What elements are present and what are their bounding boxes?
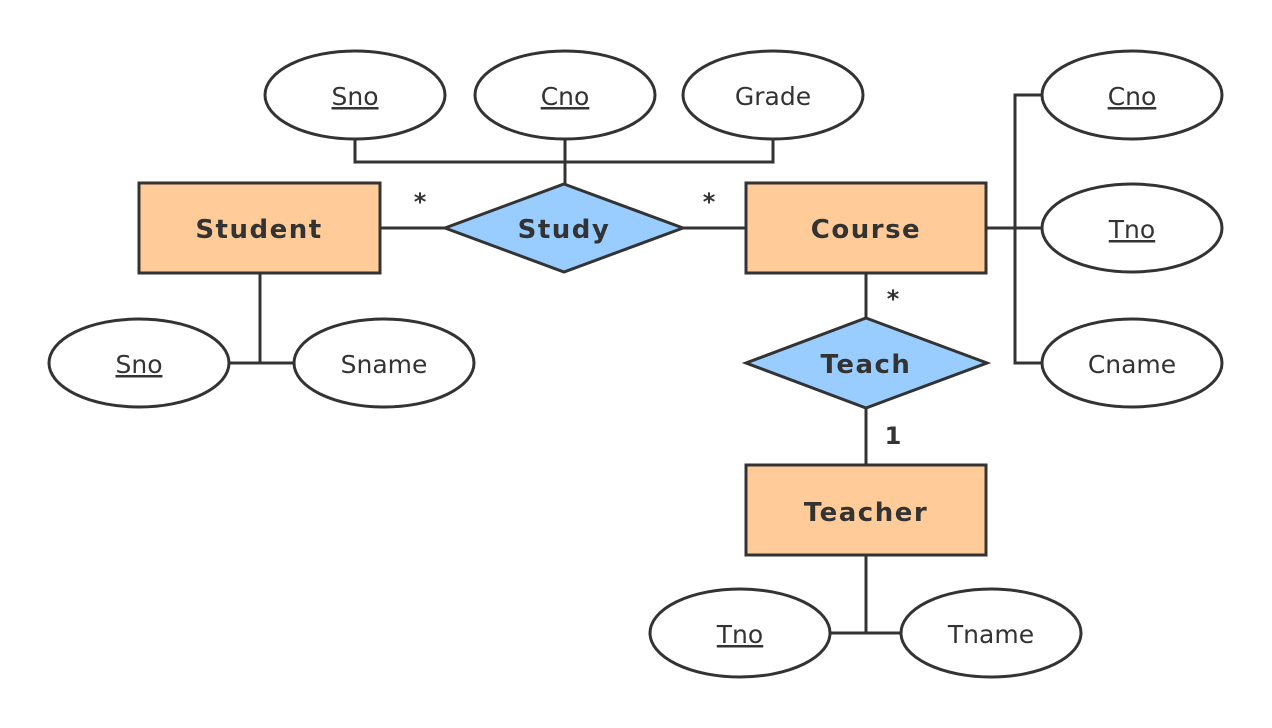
- entity-label: Course: [811, 215, 921, 245]
- attribute-label: Cname: [1088, 350, 1176, 379]
- entity-label: Student: [195, 215, 322, 245]
- entity-student: Student: [137, 181, 382, 275]
- cardinality-course-teach: *: [887, 285, 900, 313]
- entity-label: Teacher: [804, 498, 928, 528]
- attribute-teacher-tno: Tno: [648, 587, 832, 679]
- connectors: [229, 93, 1042, 635]
- attribute-student-sname: Sname: [292, 317, 476, 409]
- relationship-teach: Teach: [741, 316, 992, 410]
- attribute-course-cno: Cno: [1040, 49, 1224, 141]
- relationship-label: Study: [518, 215, 611, 245]
- attribute-label: Sname: [341, 350, 428, 379]
- relationship-label: Teach: [821, 350, 912, 380]
- attribute-study-grade: Grade: [681, 49, 865, 141]
- attribute-label: Tno: [716, 620, 763, 649]
- attribute-course-tno: Tno: [1040, 182, 1224, 274]
- attribute-label: Cno: [541, 82, 590, 111]
- attribute-course-cname: Cname: [1040, 317, 1224, 409]
- attribute-label: Tname: [947, 620, 1034, 649]
- attribute-study-cno: Cno: [473, 49, 657, 141]
- cardinality-teach-teacher: 1: [885, 422, 902, 450]
- entity-course: Course: [744, 181, 988, 275]
- connector-course-attrs: [1013, 93, 1042, 365]
- entity-teacher: Teacher: [744, 463, 988, 557]
- attribute-label: Cno: [1108, 82, 1157, 111]
- relationship-study: Study: [440, 182, 688, 274]
- attribute-label: Sno: [331, 82, 378, 111]
- attribute-label: Grade: [735, 82, 811, 111]
- attribute-study-sno: Sno: [263, 49, 447, 141]
- attribute-teacher-tname: Tname: [899, 587, 1083, 679]
- attribute-label: Sno: [115, 350, 162, 379]
- attribute-label: Tno: [1108, 215, 1155, 244]
- attribute-student-sno: Sno: [47, 317, 231, 409]
- cardinality-study-course: *: [703, 188, 716, 216]
- cardinality-student-study: *: [414, 188, 427, 216]
